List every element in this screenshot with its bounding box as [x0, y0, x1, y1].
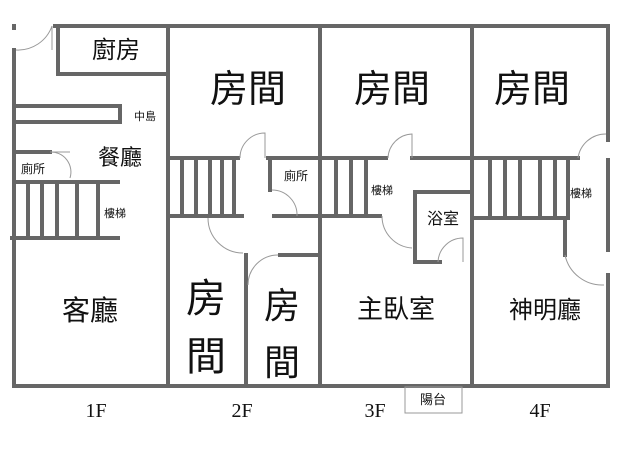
- floor-label-3f: 3F: [364, 400, 385, 422]
- shrine-label: 神明廳: [509, 296, 581, 324]
- balcony-box: [404, 386, 463, 414]
- floor-label-1f: 1F: [85, 400, 106, 422]
- floor-label-2f: 2F: [231, 400, 252, 422]
- living-label: 客廳: [62, 294, 118, 327]
- door-swings: [15, 25, 607, 286]
- room-2f-left-label: 房間: [186, 276, 226, 380]
- toilet-1f-label: 廁所: [21, 161, 45, 176]
- stairs-1f-label: 樓梯: [104, 206, 126, 220]
- stairs-3f-label: 樓梯: [371, 183, 393, 197]
- room-4f-label: 房間: [494, 67, 570, 111]
- stairs-4f-label: 樓梯: [570, 186, 592, 200]
- room-3f-label: 房間: [354, 67, 430, 111]
- walls: [10, 24, 610, 388]
- room-2f-right-label: 房間: [264, 286, 300, 384]
- room-2f-top-label: 房間: [210, 67, 286, 111]
- dining-label: 餐廳: [98, 146, 142, 171]
- bath-label: 浴室: [427, 209, 459, 228]
- island-label: 中島: [134, 109, 156, 123]
- floor-label-4f: 4F: [529, 400, 550, 422]
- master-bedroom-label: 主臥室: [357, 295, 435, 325]
- toilet-2f-label: 廁所: [284, 168, 308, 183]
- balcony-label: 陽台: [420, 393, 446, 408]
- kitchen-label: 廚房: [92, 36, 140, 64]
